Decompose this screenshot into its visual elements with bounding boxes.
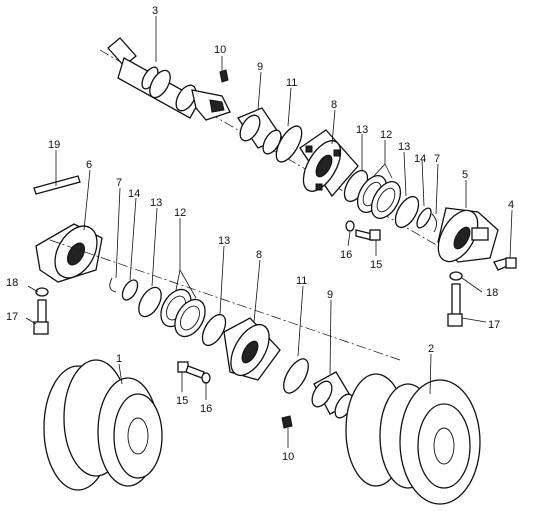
snap-ring-part-lower <box>109 277 117 293</box>
end-cap-part <box>437 207 499 263</box>
callout-15-upper: 15 <box>370 259 382 271</box>
floating-seal-part-d <box>174 298 206 338</box>
bolt-part-4 <box>493 257 517 271</box>
washer-part-left <box>35 287 49 297</box>
bolt-part-upper <box>355 229 381 241</box>
callout-12-lower: 12 <box>174 207 186 219</box>
spacer-ring-part-lower <box>121 279 139 301</box>
callout-7-upper: 7 <box>434 153 440 165</box>
callout-8-lower: 8 <box>256 249 262 261</box>
callout-11-lower: 11 <box>296 275 307 287</box>
washer-part-right <box>449 271 463 281</box>
shaft-part <box>107 37 231 121</box>
callout-16-lower: 16 <box>200 403 212 415</box>
callout-13-upper-a: 13 <box>356 124 368 136</box>
callout-12-upper: 12 <box>380 129 392 141</box>
housing-part <box>35 223 103 283</box>
washer-part-upper <box>345 220 355 232</box>
callout-14-lower: 14 <box>128 188 140 200</box>
roller-part-1 <box>43 359 163 491</box>
callout-13-lower-b: 13 <box>218 235 230 247</box>
callout-17-right: 17 <box>488 319 500 331</box>
callout-18-right: 18 <box>486 287 498 299</box>
seal-ring-part-d <box>201 313 227 347</box>
callout-10-upper: 10 <box>214 44 226 56</box>
bolt-part-left <box>33 299 49 335</box>
callout-9-upper: 9 <box>257 61 263 73</box>
spacer-ring-part-upper <box>416 207 432 229</box>
callout-8-upper: 8 <box>331 99 337 111</box>
roller-part-2 <box>345 373 481 505</box>
callout-7-lower: 7 <box>116 177 122 189</box>
callout-15-lower: 15 <box>176 395 188 407</box>
o-ring-part-lower <box>283 358 309 394</box>
pin-part-lower <box>281 415 293 429</box>
callout-1: 1 <box>116 353 122 365</box>
callout-18-left: 18 <box>6 277 18 289</box>
callout-3: 3 <box>152 5 158 17</box>
callout-9-lower: 9 <box>327 289 333 301</box>
callout-17-left: 17 <box>6 311 18 323</box>
snap-ring-part-upper <box>431 213 437 233</box>
callout-13-upper-b: 13 <box>398 141 410 153</box>
callout-16-upper: 16 <box>340 249 352 261</box>
collar-part-lower <box>223 317 281 381</box>
callout-10-lower: 10 <box>282 451 294 463</box>
pin-part-upper <box>219 69 229 83</box>
bolt-part-right <box>447 283 463 327</box>
o-ring-part-upper <box>275 125 303 163</box>
callout-4: 4 <box>508 199 514 211</box>
callout-13-lower-a: 13 <box>150 197 162 209</box>
callout-11-upper: 11 <box>286 77 297 89</box>
washer-part-lower <box>201 372 211 384</box>
lower-centerline <box>49 239 401 361</box>
bushing-part-upper <box>237 107 283 155</box>
floating-seal-part-b <box>370 181 402 219</box>
seal-ring-part-b <box>394 195 420 229</box>
seal-ring-part-c <box>138 286 162 318</box>
callout-6: 6 <box>86 159 92 171</box>
callout-5: 5 <box>462 169 468 181</box>
plate-part <box>33 175 81 195</box>
collar-part-upper <box>299 129 359 198</box>
callout-2: 2 <box>428 343 434 355</box>
leader-lines <box>25 16 513 448</box>
callout-14-upper: 14 <box>414 153 426 165</box>
callout-19: 19 <box>48 139 60 151</box>
